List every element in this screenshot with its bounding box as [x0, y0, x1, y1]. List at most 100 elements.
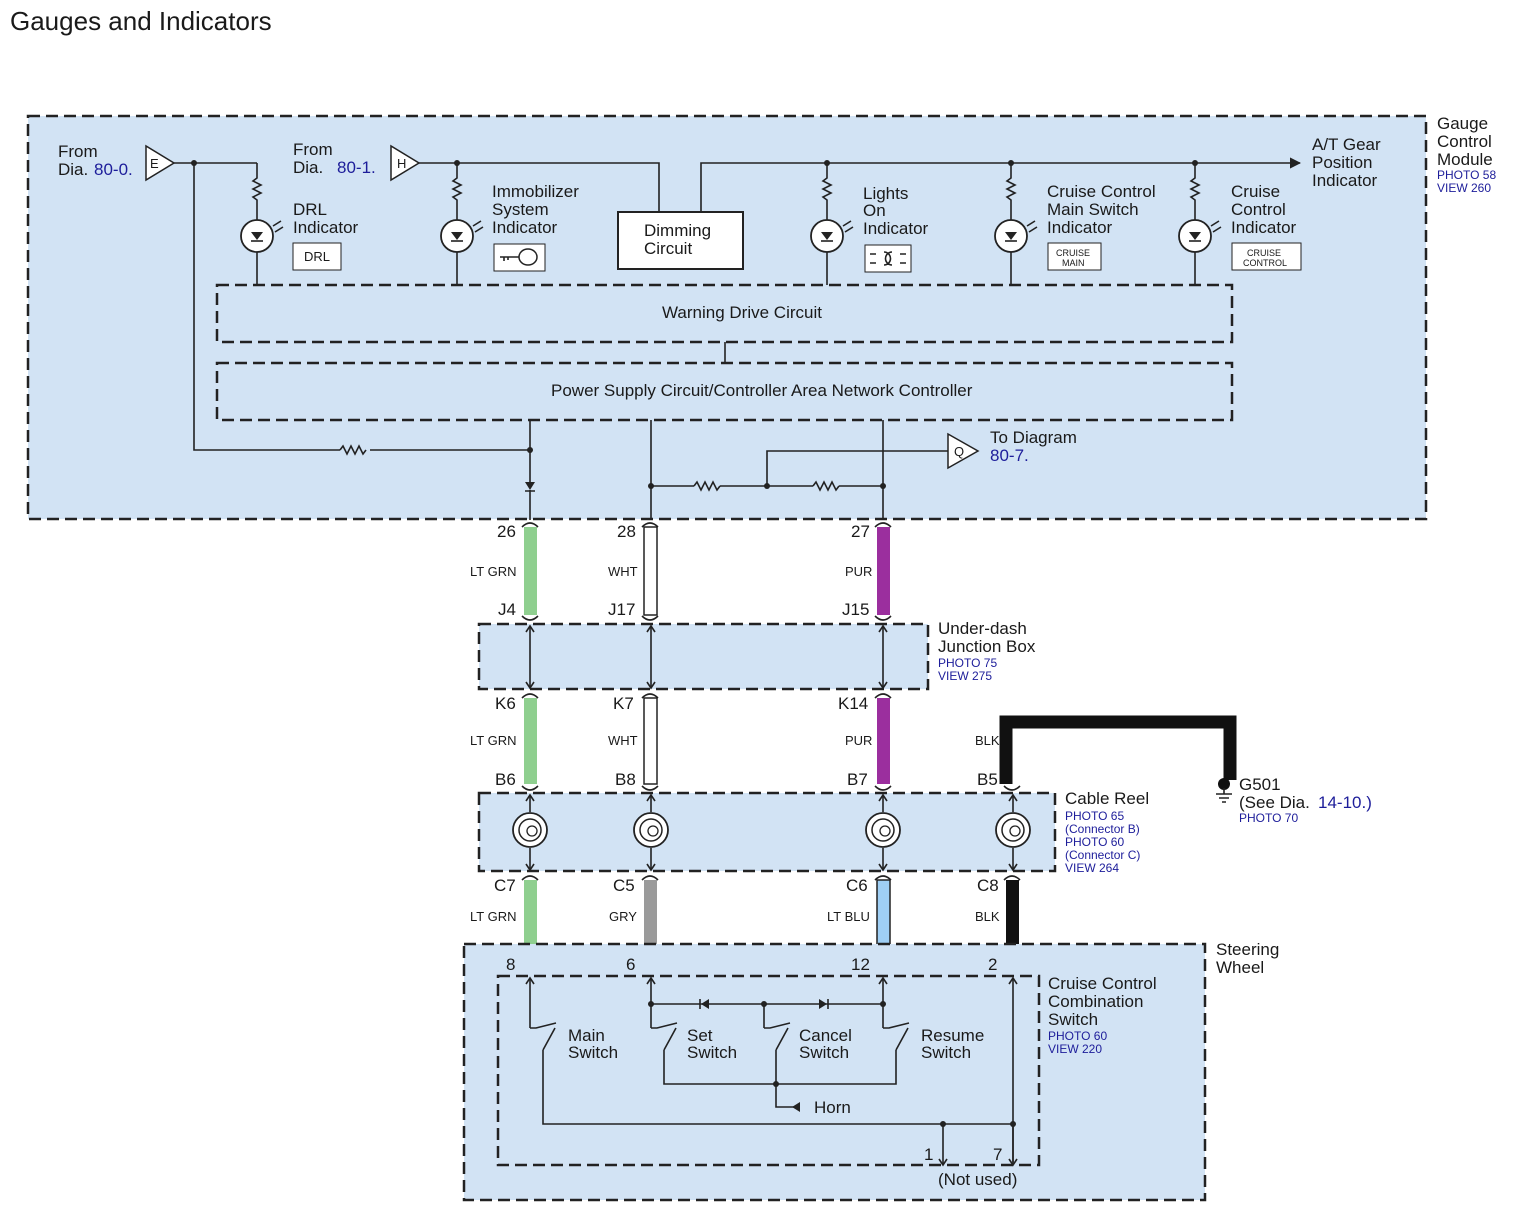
- svg-text:(Connector C): (Connector C): [1065, 848, 1140, 862]
- at-gear-position-indicator-label: A/T Gear Position Indicator: [1312, 135, 1381, 190]
- pin-b8: B8: [615, 770, 636, 789]
- wire-color-label: LT GRN: [470, 564, 516, 579]
- svg-text:A/T Gear: A/T Gear: [1312, 135, 1381, 154]
- gauge-control-module-label: Gauge Control Module PHOTO 58 VIEW 260: [1437, 114, 1496, 195]
- svg-text:PHOTO 65: PHOTO 65: [1065, 809, 1124, 823]
- cancel-switch-label: Cancel Switch: [799, 1026, 852, 1062]
- svg-text:80-0.: 80-0.: [94, 160, 133, 179]
- svg-text:Module: Module: [1437, 150, 1493, 169]
- key-icon: [500, 248, 538, 266]
- cruise-control-combination-switch: [496, 974, 1041, 1167]
- pin-j17: J17: [608, 600, 635, 619]
- svg-text:VIEW 220: VIEW 220: [1048, 1042, 1102, 1056]
- svg-text:CRUISE: CRUISE: [1247, 248, 1281, 258]
- svg-text:Indicator: Indicator: [1231, 218, 1297, 237]
- page-title: Gauges and Indicators: [10, 6, 272, 36]
- pin-c6: C6: [846, 876, 868, 895]
- wire-lt-grn-middle: [524, 698, 537, 784]
- svg-text:PHOTO 70: PHOTO 70: [1239, 811, 1298, 825]
- svg-text:Control: Control: [1231, 200, 1286, 219]
- main-switch-label: Main Switch: [568, 1026, 618, 1062]
- ground-g501: G501 (See Dia. 14-10.) PHOTO 70: [1216, 775, 1372, 825]
- cable-reel-label: Cable Reel PHOTO 65 (Connector B) PHOTO …: [1065, 789, 1149, 875]
- combination-switch-label: Cruise Control Combination Switch PHOTO …: [1048, 974, 1157, 1056]
- svg-text:Switch: Switch: [687, 1043, 737, 1062]
- svg-text:Cruise Control: Cruise Control: [1047, 182, 1156, 201]
- wire-color-label: BLK: [975, 733, 1000, 748]
- cruise-control-main-switch-indicator: Cruise Control Main Switch Indicator CRU…: [994, 163, 1156, 285]
- wire-color-label: LT GRN: [470, 909, 516, 924]
- pin-28: 28: [617, 522, 636, 541]
- svg-text:DRL: DRL: [293, 200, 327, 219]
- drl-indicator: DRL Indicator DRL: [240, 163, 359, 285]
- steering-wheel: [462, 942, 1207, 1202]
- svg-text:Indicator: Indicator: [1047, 218, 1113, 237]
- svg-text:System: System: [492, 200, 549, 219]
- svg-text:DRL: DRL: [304, 249, 330, 264]
- svg-text:PHOTO 75: PHOTO 75: [938, 656, 997, 670]
- svg-text:Cruise: Cruise: [1231, 182, 1280, 201]
- svg-text:(Connector B): (Connector B): [1065, 822, 1140, 836]
- resume-switch-label: Resume Switch: [921, 1026, 984, 1062]
- connector-to-diagram-q: Q To Diagram 80-7.: [947, 428, 1077, 470]
- svg-text:80-7.: 80-7.: [990, 446, 1029, 465]
- wire-blk-ground: [999, 715, 1237, 784]
- pin-k7: K7: [613, 694, 634, 713]
- svg-text:Dia.: Dia.: [58, 160, 88, 179]
- svg-text:Control: Control: [1437, 132, 1492, 151]
- pin-27: 27: [851, 522, 870, 541]
- not-used-label: (Not used): [938, 1170, 1017, 1189]
- cruise-control-indicator: Cruise Control Indicator CRUISE CONTROL: [1178, 163, 1302, 285]
- under-dash-junction-box: [477, 622, 930, 691]
- svg-text:Indicator: Indicator: [492, 218, 558, 237]
- svg-text:Indicator: Indicator: [863, 219, 929, 238]
- wire-color-label: WHT: [608, 564, 638, 579]
- pin-12: 12: [851, 955, 870, 974]
- svg-text:14-10.): 14-10.): [1318, 793, 1372, 812]
- svg-text:Resume: Resume: [921, 1026, 984, 1045]
- svg-text:Circuit: Circuit: [644, 239, 692, 258]
- gauge-control-module-box: [26, 114, 1428, 521]
- cable-reel: [477, 791, 1057, 873]
- pin-6: 6: [626, 955, 635, 974]
- svg-text:Cancel: Cancel: [799, 1026, 852, 1045]
- svg-text:Steering: Steering: [1216, 940, 1279, 959]
- pin-c7: C7: [494, 876, 516, 895]
- wire-color-label: PUR: [845, 564, 872, 579]
- svg-text:Combination: Combination: [1048, 992, 1143, 1011]
- pin-b5: B5: [977, 770, 998, 789]
- connector-from-h: From Dia. 80-1. H: [293, 140, 421, 182]
- lights-on-icon: [870, 251, 906, 266]
- svg-text:VIEW 275: VIEW 275: [938, 669, 992, 683]
- pin-b7: B7: [847, 770, 868, 789]
- wire-color-label: WHT: [608, 733, 638, 748]
- svg-text:80-1.: 80-1.: [337, 158, 376, 177]
- pin-2: 2: [988, 955, 997, 974]
- pin-k6: K6: [495, 694, 516, 713]
- svg-text:G501: G501: [1239, 775, 1281, 794]
- steering-wheel-label: Steering Wheel: [1216, 940, 1279, 977]
- svg-text:Switch: Switch: [921, 1043, 971, 1062]
- svg-text:CONTROL: CONTROL: [1243, 258, 1287, 268]
- svg-text:Lights: Lights: [863, 184, 908, 203]
- pin-k14: K14: [838, 694, 868, 713]
- cable-reel-coils: [512, 793, 1031, 872]
- svg-text:To Diagram: To Diagram: [990, 428, 1077, 447]
- svg-text:VIEW 264: VIEW 264: [1065, 861, 1119, 875]
- svg-text:Gauge: Gauge: [1437, 114, 1488, 133]
- wire-color-label: LT GRN: [470, 733, 516, 748]
- svg-text:PHOTO 60: PHOTO 60: [1065, 835, 1124, 849]
- svg-text:Under-dash: Under-dash: [938, 619, 1027, 638]
- svg-text:Immobilizer: Immobilizer: [492, 182, 579, 201]
- pin-7: 7: [993, 1145, 1002, 1164]
- wire-pur-upper: [877, 527, 890, 615]
- wire-wht-middle: [643, 697, 658, 785]
- pin-j4: J4: [498, 600, 516, 619]
- svg-text:From: From: [58, 142, 98, 161]
- immobilizer-system-indicator: Immobilizer System Indicator: [440, 163, 579, 285]
- warning-drive-circuit: [215, 283, 1234, 344]
- svg-text:Wheel: Wheel: [1216, 958, 1264, 977]
- wire-color-label: PUR: [845, 733, 872, 748]
- svg-text:MAIN: MAIN: [1062, 258, 1085, 268]
